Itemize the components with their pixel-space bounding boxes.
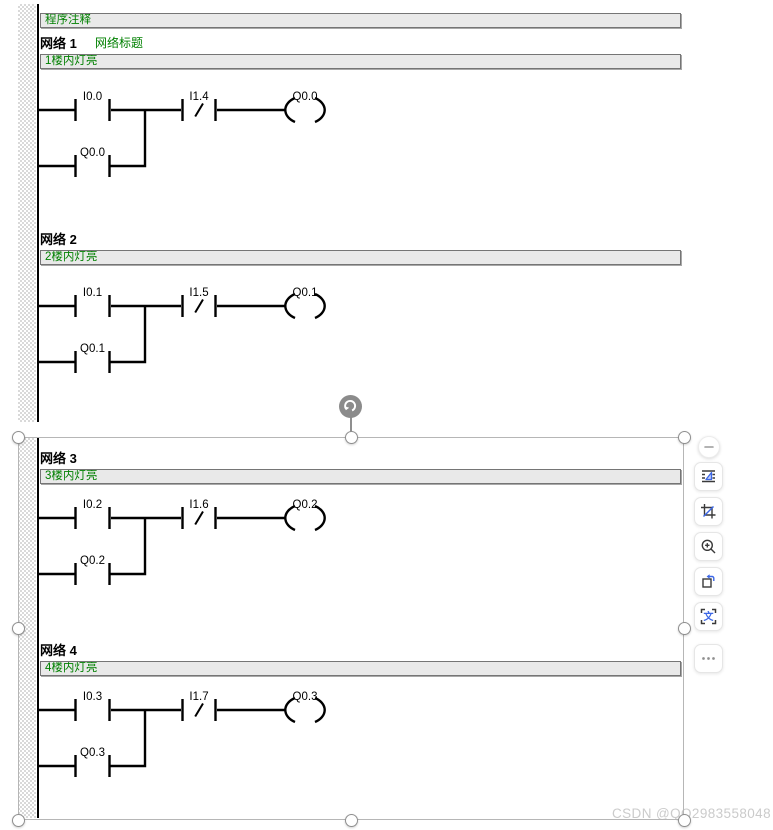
selection-handle-top-left[interactable] <box>11 430 25 444</box>
collapse-toolbar-button[interactable] <box>698 436 720 458</box>
coil-label: Q0.3 <box>293 691 318 703</box>
zoom-in-button[interactable] <box>694 532 723 561</box>
network-name: 网络 2 <box>40 232 77 247</box>
network-comment-bar: 2楼内灯亮 <box>40 250 681 265</box>
latch-contact-label: Q0.2 <box>80 555 105 567</box>
nc-contact-label: I1.5 <box>189 287 208 299</box>
network-comment-bar: 3楼内灯亮 <box>40 469 681 484</box>
rotate-button[interactable] <box>694 567 723 596</box>
network-comment-text: 2楼内灯亮 <box>45 251 98 263</box>
nc-slash <box>194 510 204 526</box>
rung-wires <box>39 99 286 177</box>
nc-slash <box>194 102 204 118</box>
latch-contact-label: Q0.1 <box>80 343 105 355</box>
selection-handle-bottom-right[interactable] <box>677 813 691 827</box>
network-name: 网络 3 <box>40 451 77 466</box>
coil-symbol <box>284 96 326 124</box>
network-subtitle: 网络标题 <box>95 36 144 50</box>
latch-contact-label: Q0.3 <box>80 747 105 759</box>
nc-contact-label: I1.7 <box>189 691 208 703</box>
program-comment-bar: 程序注释 <box>40 13 681 28</box>
ladder-left-margin <box>18 4 36 422</box>
latch-contact-label: Q0.0 <box>80 147 105 159</box>
contact-label: I0.0 <box>83 91 102 103</box>
nc-contact-label: I1.4 <box>189 91 209 103</box>
program-comment-text: 程序注释 <box>45 14 91 26</box>
rung-wires <box>39 507 286 585</box>
contact-label: I0.3 <box>83 691 102 703</box>
network-title-row: 网络 4 <box>40 640 77 658</box>
watermark-text: CSDN @QQ2983558048 <box>612 806 771 821</box>
network-title-row: 网络 1 网络标题 <box>40 33 143 51</box>
ladder-left-margin <box>18 438 36 818</box>
network-comment-text: 1楼内灯亮 <box>45 55 98 67</box>
coil-label: Q0.2 <box>293 499 318 511</box>
coil-label: Q0.1 <box>293 287 318 299</box>
network-title-row: 网络 2 <box>40 229 77 247</box>
contact-label: I0.1 <box>83 287 102 299</box>
extract-text-button[interactable]: 文 <box>694 602 723 631</box>
rotate-handle-icon[interactable] <box>339 395 362 418</box>
selection-handle-bottom-center[interactable] <box>344 813 358 827</box>
network-name: 网络 4 <box>40 643 77 658</box>
selection-handle-top-center[interactable] <box>344 430 358 444</box>
coil-symbol <box>284 292 326 320</box>
crop-button[interactable] <box>694 497 723 526</box>
selection-handle-bottom-left[interactable] <box>11 813 25 827</box>
selection-handle-mid-left[interactable] <box>11 622 25 635</box>
coil-symbol <box>284 696 326 724</box>
selection-handle-mid-right[interactable] <box>677 622 691 635</box>
more-button[interactable] <box>694 644 723 673</box>
zoom-in-icon <box>700 538 717 555</box>
selection-handle-top-right[interactable] <box>677 430 691 444</box>
extract-text-icon: 文 <box>700 608 717 625</box>
more-ellipsis-icon <box>700 650 717 667</box>
nc-slash <box>194 298 204 314</box>
contact-label: I0.2 <box>83 499 102 511</box>
network-title-row: 网络 3 <box>40 448 77 466</box>
network-comment-text: 4楼内灯亮 <box>45 662 98 674</box>
rotate-handle-stem <box>350 417 352 437</box>
collapse-minus-icon <box>702 440 716 454</box>
network-name: 网络 1 <box>40 36 77 51</box>
nc-contact-label: I1.6 <box>189 499 208 511</box>
network-comment-bar: 4楼内灯亮 <box>40 661 681 676</box>
network-comment-text: 3楼内灯亮 <box>45 470 98 482</box>
rotate-icon <box>700 573 717 590</box>
text-wrap-icon <box>700 468 717 485</box>
svg-text:文: 文 <box>704 610 715 623</box>
layout-options-button[interactable] <box>694 462 723 491</box>
rung-wires <box>39 699 286 777</box>
nc-slash <box>194 702 204 718</box>
coil-label: Q0.0 <box>293 91 318 103</box>
network-comment-bar: 1楼内灯亮 <box>40 54 681 69</box>
power-rail <box>36 4 39 422</box>
coil-symbol <box>284 504 326 532</box>
crop-icon <box>700 503 717 520</box>
power-rail <box>36 438 39 818</box>
rung-wires <box>39 295 286 373</box>
